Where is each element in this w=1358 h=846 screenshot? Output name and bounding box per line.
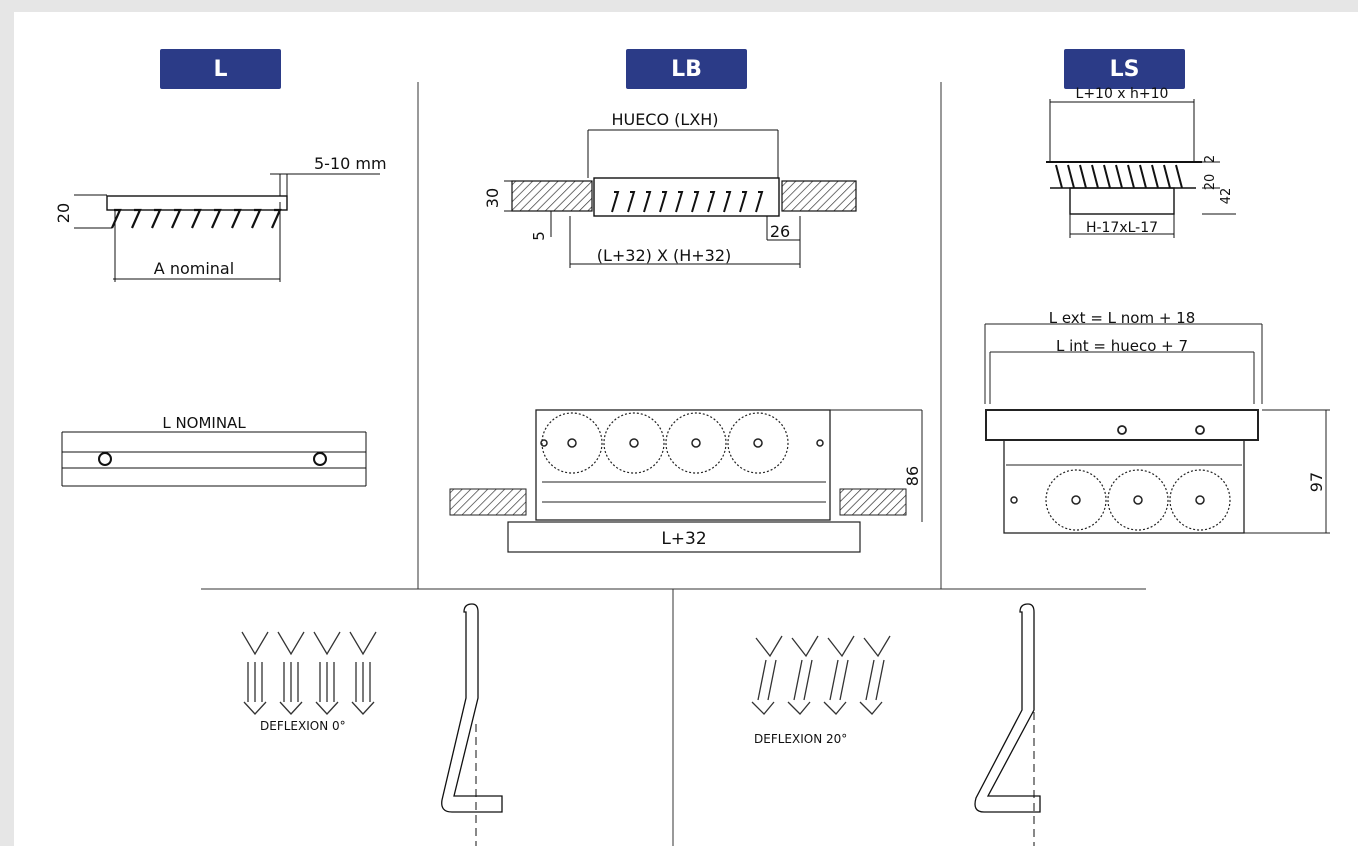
lb-section-view [504,129,857,268]
l-nominal-label: A nominal [154,259,234,278]
deflection-twenty-blade-profile [974,603,1041,846]
l-front-view [61,431,367,487]
deflection-zero-blade-profile [441,603,503,846]
ls-dim-2: 2 [1203,155,1218,163]
l-front-label: L NOMINAL [162,414,246,432]
l-gap-label: 5-10 mm [314,154,387,173]
ls-int-label: L int = hueco + 7 [1056,337,1188,355]
lb-frame-label: (L+32) X (H+32) [597,246,732,265]
badge-l: L [160,49,281,89]
badge-ls: LS [1064,49,1185,89]
ls-dim-42: 42 [1219,188,1234,205]
badge-lb: LB [626,49,747,89]
ls-dim-20: 20 [1203,174,1218,191]
lb-bottom-label: L+32 [661,529,706,549]
ls-height-label: 97 [1307,472,1326,492]
deflection-zero-blades [241,631,377,715]
ls-section-view [1046,99,1236,238]
ls-top-label: L+10 x h+10 [1076,86,1169,102]
ls-ext-label: L ext = L nom + 18 [1049,309,1196,327]
ls-inner-label: H-17xL-17 [1086,220,1158,236]
lb-five-label: 5 [530,231,548,241]
deflection-twenty-blades [751,635,891,715]
lb-height-label: 30 [483,188,502,208]
deflection-twenty-label: DEFLEXION 20° [754,732,847,746]
lb-side-height-label: 86 [903,466,922,486]
deflection-zero-label: DEFLEXION 0° [260,719,346,733]
lb-flange-label: 26 [770,222,790,241]
technical-drawing: 5-10 mm 20 A nominal L NOMINAL [54,82,1330,846]
lb-hueco-label: HUECO (LXH) [611,110,718,129]
l-height-label: 20 [54,203,73,223]
ls-damper-view [984,323,1330,534]
l-section-view [74,173,380,282]
drawing-sheet: L LB LS [14,12,1358,846]
panel-dividers [201,82,1146,846]
lb-damper-view [449,409,923,553]
